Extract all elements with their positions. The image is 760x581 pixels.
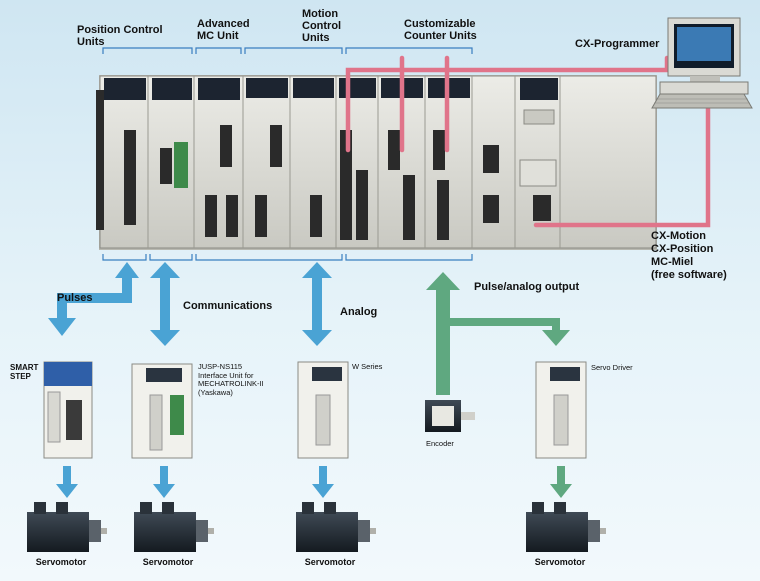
advanced-mc-label: Advanced MC Unit xyxy=(197,18,250,42)
plc-rack xyxy=(96,75,657,250)
jusp-driver xyxy=(131,363,193,459)
cx-programmer-label: CX-Programmer xyxy=(575,38,660,50)
top-brackets xyxy=(102,47,473,54)
analog-arrow xyxy=(302,262,332,346)
servomotor-3-label: Servomotor xyxy=(304,557,356,567)
pulse-analog-output-label: Pulse/analog output xyxy=(474,281,580,293)
position-control-label: Position Control Units xyxy=(77,24,163,48)
smart-step-label: SMART STEP xyxy=(10,363,39,381)
software-label: CX-Motion CX-Position MC-Miel (free soft… xyxy=(651,230,727,281)
computer-icon xyxy=(651,17,753,109)
servo-driver xyxy=(535,361,587,459)
servo-driver-label: Servo Driver xyxy=(591,363,633,372)
motor-arrows xyxy=(56,466,572,498)
w-series-label: W Series xyxy=(352,362,383,371)
communications-arrow xyxy=(150,262,180,346)
smart-step-driver xyxy=(43,361,93,459)
servomotor-1 xyxy=(27,502,107,552)
encoder-label: Encoder xyxy=(426,439,454,448)
servomotor-4 xyxy=(526,502,606,552)
motion-control-label: Motion Control Units xyxy=(302,8,342,44)
programming-cables xyxy=(345,55,711,228)
customizable-counter-label: Customizable Counter Units xyxy=(404,18,477,42)
analog-label: Analog xyxy=(340,306,378,318)
pulses-arrow xyxy=(48,262,139,336)
w-series-driver xyxy=(297,361,349,459)
encoder-icon xyxy=(425,400,475,432)
jusp-label: JUSP-NS115 Interface Unit for MECHATROLI… xyxy=(198,362,264,397)
communications-label: Communications xyxy=(183,300,273,312)
servomotor-3 xyxy=(296,502,376,552)
bottom-brackets xyxy=(102,254,473,261)
servomotor-4-label: Servomotor xyxy=(534,557,586,567)
servomotor-2 xyxy=(134,502,214,552)
servomotor-1-label: Servomotor xyxy=(35,557,87,567)
servomotor-2-label: Servomotor xyxy=(142,557,194,567)
pulses-label: Pulses xyxy=(57,292,93,304)
pulse-analog-output-arrow xyxy=(426,272,570,395)
